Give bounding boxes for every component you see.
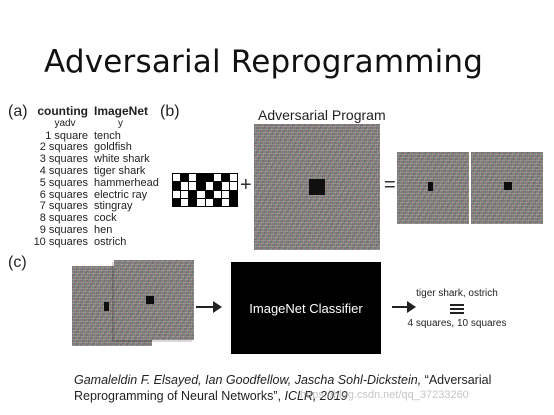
grid-cell xyxy=(221,190,229,198)
program-title: Adversarial Program xyxy=(258,107,386,123)
grid-cell xyxy=(197,182,205,190)
imagenet-cell: hen xyxy=(94,223,113,236)
imagenet-subheader: y xyxy=(118,117,123,129)
grid-cell xyxy=(173,182,181,190)
stacked-mark-back xyxy=(104,302,109,311)
imagenet-cell: cock xyxy=(94,212,117,225)
counting-subheader: yadv xyxy=(54,117,76,129)
imagenet-cell: hammerhead xyxy=(94,176,159,189)
citation-authors: Gamaleldin F. Elsayed, Ian Goodfellow, J… xyxy=(74,373,422,387)
imagenet-cell: tench xyxy=(94,129,121,142)
citation-venue: ICLR, 2019 xyxy=(284,389,348,403)
counting-cell: 4 squares xyxy=(39,164,88,177)
grid-cell xyxy=(173,198,181,206)
grid-cell xyxy=(213,174,221,182)
grid-cell xyxy=(205,174,213,182)
counting-cell: 2 squares xyxy=(39,141,88,154)
slide-title: Adversarial Reprogramming xyxy=(44,44,484,80)
arrow-to-output xyxy=(392,301,416,313)
grid-cell xyxy=(197,174,205,182)
grid-cell xyxy=(205,182,213,190)
grid-cell xyxy=(181,182,189,190)
counting-cell: 6 squares xyxy=(39,188,88,201)
grid-cell xyxy=(229,182,237,190)
imagenet-cell: electric ray xyxy=(94,188,148,201)
table-header-row: counting ImageNet xyxy=(26,104,159,118)
result-mark-left xyxy=(428,182,433,191)
imagenet-header: ImageNet xyxy=(94,104,149,118)
grid-cell xyxy=(229,174,237,182)
imagenet-classifier-box: ImageNet Classifier xyxy=(231,262,381,354)
panel-label-a: (a) xyxy=(8,103,28,120)
counting-cell: 7 squares xyxy=(39,200,88,213)
panel-label-b: (b) xyxy=(160,103,180,120)
table-rows: 1 square tench 2 squares goldfish 3 squares w… xyxy=(26,129,159,249)
imagenet-cell: tiger shark xyxy=(94,164,146,177)
imagenet-cell: goldfish xyxy=(94,141,132,154)
grid-cell xyxy=(189,174,197,182)
input-square-grids xyxy=(172,173,238,207)
grid-cell xyxy=(197,198,205,206)
equals-operator: = xyxy=(384,174,396,196)
grid-cell xyxy=(197,190,205,198)
table-row: 6 squares electric ray xyxy=(26,188,159,202)
counting-cell: 8 squares xyxy=(39,212,88,225)
grid-cell xyxy=(213,198,221,206)
table-row: 3 squares white shark xyxy=(26,153,159,166)
grid-cell xyxy=(181,198,189,206)
grid-cell xyxy=(173,190,181,198)
table-row: 5 squares hammerhead xyxy=(26,176,159,190)
table-row: 4 squares tiger shark xyxy=(26,164,159,178)
table-row: 10 squares ostrich xyxy=(26,235,159,249)
output-counts: 4 squares, 10 squares xyxy=(407,318,507,329)
result-image-right xyxy=(471,152,543,224)
program-center-patch xyxy=(309,179,325,195)
output-classes: tiger shark, ostrich xyxy=(416,288,498,299)
table-row: 8 squares cock xyxy=(26,212,159,225)
table-row: 1 square tench xyxy=(26,129,159,143)
grid-cell xyxy=(189,190,197,198)
grid-cell xyxy=(205,190,213,198)
grid-cell xyxy=(229,198,237,206)
grid-cell xyxy=(181,190,189,198)
table-subheader-row: yadv y xyxy=(26,118,159,130)
stacked-mark-front xyxy=(146,296,154,304)
counting-cell: 5 squares xyxy=(39,176,88,189)
counting-header: counting xyxy=(37,104,88,118)
arrow-to-classifier xyxy=(196,301,222,313)
stacked-image-front xyxy=(114,260,194,340)
table-row: 9 squares hen xyxy=(26,223,159,237)
grid-cell xyxy=(221,174,229,182)
counting-cell: 3 squares xyxy=(39,153,88,166)
plus-operator: + xyxy=(240,174,252,196)
adversarial-program-image xyxy=(254,124,380,250)
equivalence-icon xyxy=(450,304,464,316)
counting-cell: 10 squares xyxy=(33,235,88,248)
grid-cell xyxy=(205,198,213,206)
imagenet-cell: stingray xyxy=(94,200,133,213)
citation: Gamaleldin F. Elsayed, Ian Goodfellow, J… xyxy=(74,372,534,404)
grid-cell xyxy=(213,190,221,198)
citation-title: “Adversarial Reprogramming of Neural Net… xyxy=(74,373,492,403)
grid-cell xyxy=(189,198,197,206)
grid-cell xyxy=(189,182,197,190)
watermark-text: https://blog.csdn.net/qq_37233260 xyxy=(300,389,469,401)
grid-cell xyxy=(173,174,181,182)
grid-cell xyxy=(221,182,229,190)
grid-cell xyxy=(221,198,229,206)
table-row: 2 squares goldfish xyxy=(26,142,159,154)
counting-cell: 1 square xyxy=(45,129,88,142)
result-image-left xyxy=(397,152,469,224)
panel-label-c: (c) xyxy=(8,254,27,271)
imagenet-cell: white shark xyxy=(94,153,150,166)
imagenet-cell: ostrich xyxy=(94,235,127,248)
counting-cell: 9 squares xyxy=(39,223,88,236)
grid-cell xyxy=(213,182,221,190)
table-row: 7 squares stingray xyxy=(26,201,159,213)
grid-cell xyxy=(229,190,237,198)
grid-cell xyxy=(181,174,189,182)
result-mark-right xyxy=(504,182,512,190)
